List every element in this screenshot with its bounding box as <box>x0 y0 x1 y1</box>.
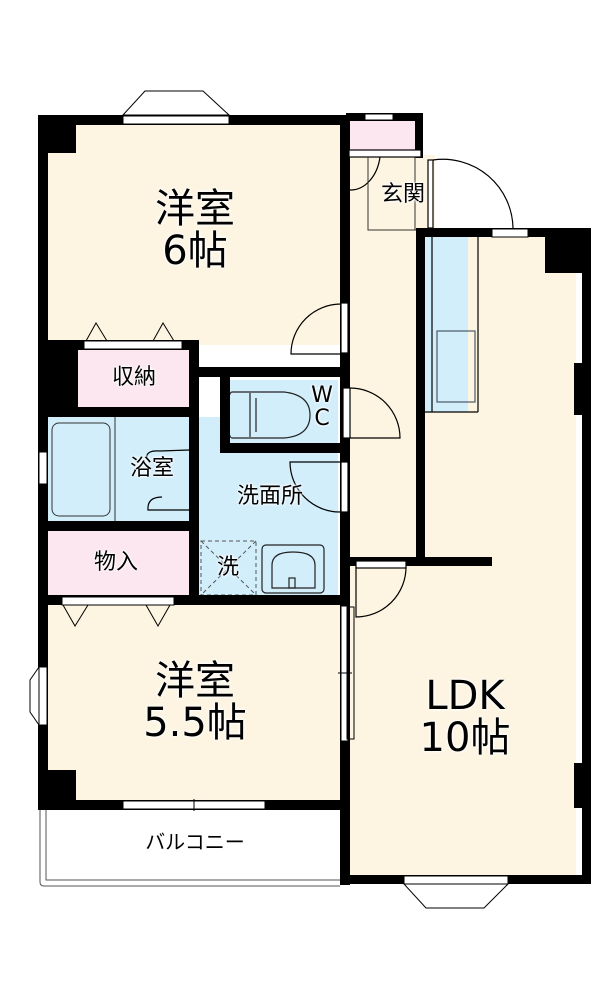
entrance-fill <box>350 155 435 230</box>
doors <box>146 149 514 618</box>
closet-doors <box>61 322 183 628</box>
ldk-lower-fill <box>346 560 576 875</box>
storage-2-fill <box>46 530 189 598</box>
balcony-outline <box>39 810 340 887</box>
balcony-label: バルコニー <box>145 830 245 854</box>
ldk-size: 10帖 <box>419 715 511 761</box>
entrance-step <box>367 157 416 231</box>
western-room-1-name: 洋室 <box>155 186 235 232</box>
shoe-storage-fill <box>350 120 420 152</box>
toilet-label-w: W <box>311 383 333 408</box>
storage-1-label: 収納 <box>111 365 156 390</box>
storage-1-fill <box>78 345 190 407</box>
ldk-name: LDK <box>425 673 505 719</box>
laundry-label: 洗 <box>216 555 239 580</box>
windows <box>29 90 529 909</box>
western-room-2-fill <box>46 600 346 805</box>
western-room-2-label: 洋室 5.5帖 <box>120 660 270 744</box>
kitchen-counter <box>424 236 479 413</box>
washroom-label: 洗面所 <box>236 484 303 509</box>
western-room-1-fill <box>46 120 346 345</box>
room-fills <box>46 120 576 875</box>
entrance-label: 玄関 <box>380 182 425 207</box>
toilet-fill <box>228 380 338 445</box>
kitchen-counter-fill <box>424 236 468 412</box>
ldk-label: LDK 10帖 <box>395 675 535 759</box>
storage-2-label: 物入 <box>93 550 138 575</box>
western-room-2-size: 5.5帖 <box>143 700 247 746</box>
bathtub <box>51 422 111 517</box>
toilet-label-c: C <box>314 406 330 432</box>
bath-label: 浴室 <box>129 456 174 481</box>
western-room-1-label: 洋室 6帖 <box>130 188 260 272</box>
western-room-2-name: 洋室 <box>155 658 235 704</box>
wash-basin <box>261 544 325 594</box>
western-room-1-size: 6帖 <box>162 228 228 274</box>
bath-fill <box>46 417 189 522</box>
toilet-label: W C <box>308 384 336 430</box>
